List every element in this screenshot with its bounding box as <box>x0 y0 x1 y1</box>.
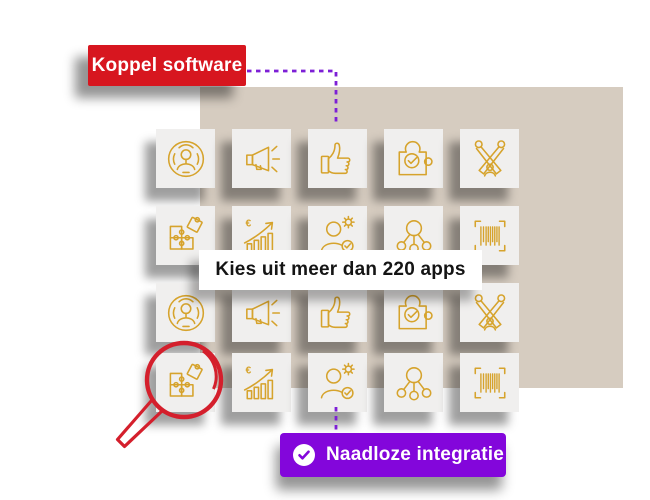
naadloze-integratie-badge: Naadloze integratie <box>280 433 506 477</box>
tile-team-pins <box>460 283 519 342</box>
tile-team-pins <box>460 129 519 188</box>
puzzle-pieces-icon <box>160 357 212 409</box>
tile-thumbs-up <box>308 283 367 342</box>
tile-person-broadcast <box>156 283 215 342</box>
megaphone-icon <box>236 287 288 339</box>
thumbs-up-icon <box>312 133 364 185</box>
check-circle-icon <box>293 444 315 466</box>
tile-megaphone <box>232 129 291 188</box>
megaphone-icon <box>236 133 288 185</box>
apps-count-banner: Kies uit meer dan 220 apps <box>199 250 482 290</box>
tile-puzzle-check <box>384 129 443 188</box>
tile-megaphone <box>232 283 291 342</box>
network-circles-icon <box>388 357 440 409</box>
person-broadcast-icon <box>160 287 212 339</box>
thumbs-up-icon <box>312 287 364 339</box>
tile-user-star-check <box>308 353 367 412</box>
apps-count-label: Kies uit meer dan 220 apps <box>215 259 466 280</box>
team-pins-icon <box>464 287 516 339</box>
person-broadcast-icon <box>160 133 212 185</box>
tile-person-broadcast <box>156 129 215 188</box>
tile-puzzle-check <box>384 283 443 342</box>
naadloze-integratie-label: Naadloze integratie <box>326 444 505 465</box>
barcode-icon <box>464 357 516 409</box>
tile-growth-chart-euro <box>232 353 291 412</box>
puzzle-check-icon <box>388 287 440 339</box>
tile-thumbs-up <box>308 129 367 188</box>
koppel-software-label: Koppel software <box>91 54 243 76</box>
tile-network-circles <box>384 353 443 412</box>
user-star-check-icon <box>312 357 364 409</box>
team-pins-icon <box>464 133 516 185</box>
koppel-software-badge: Koppel software <box>88 45 246 86</box>
puzzle-check-icon <box>388 133 440 185</box>
growth-chart-euro-icon <box>236 357 288 409</box>
tile-puzzle-pieces <box>156 353 215 412</box>
tile-barcode <box>460 353 519 412</box>
